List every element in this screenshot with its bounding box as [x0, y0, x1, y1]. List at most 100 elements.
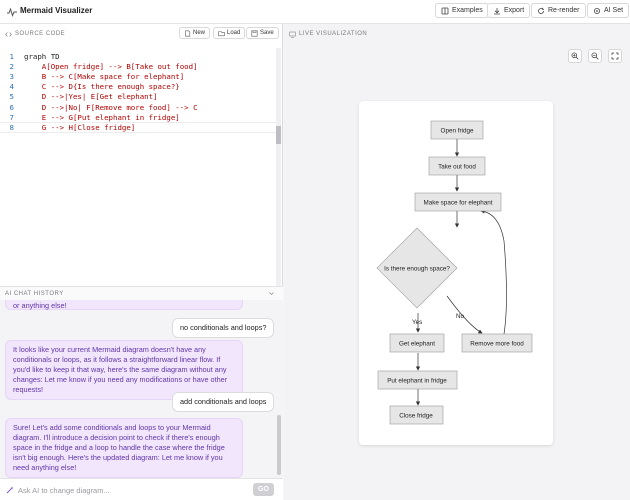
save-icon — [251, 30, 258, 37]
load-label: Load — [227, 30, 240, 36]
refresh-icon — [537, 7, 545, 15]
node-decision-enough-space[interactable]: Is there enough space? — [377, 228, 457, 308]
code-text: D -->|No| F[Remove more food] --> C — [24, 103, 198, 112]
code-line-current: 8 G --> H[Close fridge] — [0, 122, 276, 132]
app-title: Mermaid Visualizer — [20, 6, 92, 15]
node-put-elephant[interactable]: Put elephant in fridge — [378, 371, 457, 389]
live-visualization-header: LIVE VISUALIZATION — [284, 25, 630, 43]
logo-icon — [7, 7, 17, 17]
edge-label-yes: Yes — [412, 319, 422, 326]
ai-message: or anything else! — [5, 300, 243, 310]
code-line: 5 D -->|Yes| E[Get elephant] — [0, 92, 276, 102]
ai-settings-label: AI Set — [604, 7, 623, 14]
app-header: Mermaid Visualizer Examples Export Re-re… — [0, 0, 630, 24]
line-number: 7 — [0, 113, 14, 122]
node-label: Put elephant in fridge — [387, 378, 447, 385]
zoom-out-button[interactable] — [588, 49, 602, 63]
flowchart: Yes No Open fridge Take out food Make sp… — [359, 101, 553, 445]
chat-history-header[interactable]: AI CHAT HISTORY — [0, 286, 283, 300]
new-label: New — [193, 30, 205, 36]
node-close-fridge[interactable]: Close fridge — [390, 406, 443, 424]
code-text: E --> G[Put elephant in fridge] — [24, 113, 180, 122]
fullscreen-icon — [611, 52, 619, 60]
ai-message-text: It looks like your current Mermaid diagr… — [13, 345, 227, 394]
new-button[interactable]: New — [179, 27, 210, 39]
line-number: 3 — [0, 72, 14, 81]
user-message-text: no conditionals and loops? — [180, 323, 266, 332]
load-button[interactable]: Load — [213, 27, 245, 39]
zoom-in-icon — [571, 52, 579, 60]
chat-scrollbar[interactable] — [277, 415, 281, 475]
export-button[interactable]: Export — [487, 3, 530, 18]
diagram-canvas[interactable]: Yes No Open fridge Take out food Make sp… — [359, 101, 553, 445]
node-label: Take out food — [438, 164, 476, 171]
code-line: 3 B --> C[Make space for elephant] — [0, 71, 276, 81]
fullscreen-button[interactable] — [608, 49, 622, 63]
line-number: 4 — [0, 82, 14, 91]
new-file-icon — [184, 30, 191, 37]
user-message: no conditionals and loops? — [172, 318, 274, 338]
gear-icon — [593, 7, 601, 15]
node-take-out-food[interactable]: Take out food — [429, 157, 485, 175]
user-message: add conditionals and loops — [172, 392, 274, 412]
node-label: Close fridge — [399, 413, 433, 420]
ai-message-text: or anything else! — [13, 301, 67, 310]
source-code-label: SOURCE CODE — [15, 31, 65, 37]
ai-message: Sure! Let's add some conditionals and lo… — [5, 418, 243, 478]
line-number: 6 — [0, 103, 14, 112]
node-label: Remove more food — [470, 341, 524, 348]
edge-d-f — [447, 296, 482, 333]
rerender-label: Re-render — [548, 7, 580, 14]
line-number: 1 — [0, 52, 14, 61]
save-label: Save — [260, 30, 274, 36]
node-label: Make space for elephant — [424, 200, 493, 207]
chat-history-label: AI CHAT HISTORY — [5, 291, 64, 297]
ai-message-text: Sure! Let's add some conditionals and lo… — [13, 423, 225, 472]
code-line: 1 graph TD — [0, 51, 276, 61]
chevron-down-icon[interactable] — [268, 290, 275, 297]
line-number: 8 — [0, 123, 14, 132]
node-label: Get elephant — [399, 341, 435, 348]
ai-settings-button[interactable]: AI Set — [587, 3, 629, 18]
line-number: 2 — [0, 62, 14, 71]
code-text: D -->|Yes| E[Get elephant] — [24, 92, 158, 101]
node-label: Is there enough space? — [384, 266, 450, 273]
code-text: G --> H[Close fridge] — [24, 123, 135, 132]
code-text: graph TD — [24, 52, 60, 61]
code-text: B --> C[Make space for elephant] — [24, 72, 184, 81]
code-icon — [5, 31, 12, 38]
user-message-text: add conditionals and loops — [180, 397, 266, 406]
ai-message: It looks like your current Mermaid diagr… — [5, 340, 243, 400]
code-line: 7 E --> G[Put elephant in fridge] — [0, 112, 276, 122]
node-get-elephant[interactable]: Get elephant — [390, 334, 444, 352]
editor-scrollbar[interactable] — [276, 48, 281, 308]
live-visualization-label: LIVE VISUALIZATION — [299, 31, 367, 37]
edge-label-no: No — [456, 313, 465, 320]
editor-scrollbar-thumb[interactable] — [276, 126, 281, 144]
zoom-in-button[interactable] — [568, 49, 582, 63]
chat-input-bar: GO — [0, 478, 283, 500]
folder-icon — [218, 30, 225, 37]
chat-input[interactable] — [18, 483, 248, 497]
editor-pane: SOURCE CODE New Load Save 1 graph TD 2 A[… — [0, 24, 283, 500]
code-line: 2 A[Open fridge] --> B[Take out food] — [0, 61, 276, 71]
visualization-pane: LIVE VISUALIZATION Yes No — [284, 24, 630, 500]
line-number: 5 — [0, 92, 14, 101]
save-button[interactable]: Save — [246, 27, 279, 39]
chat-history: or anything else! no conditionals and lo… — [0, 300, 283, 478]
examples-button[interactable]: Examples — [435, 3, 489, 18]
monitor-icon — [289, 31, 296, 38]
send-button[interactable]: GO — [253, 483, 274, 496]
code-text: A[Open fridge] --> B[Take out food] — [24, 62, 198, 71]
export-label: Export — [504, 7, 524, 14]
code-text: C --> D{Is there enough space?} — [24, 82, 180, 91]
edge-f-c — [481, 211, 507, 334]
node-make-space[interactable]: Make space for elephant — [415, 193, 501, 211]
examples-label: Examples — [452, 7, 483, 14]
node-open-fridge[interactable]: Open fridge — [431, 121, 483, 139]
book-icon — [441, 7, 449, 15]
node-remove-more-food[interactable]: Remove more food — [462, 334, 532, 352]
code-editor[interactable]: 1 graph TD 2 A[Open fridge] --> B[Take ou… — [0, 44, 276, 299]
node-label: Open fridge — [441, 128, 474, 135]
rerender-button[interactable]: Re-render — [531, 3, 586, 18]
